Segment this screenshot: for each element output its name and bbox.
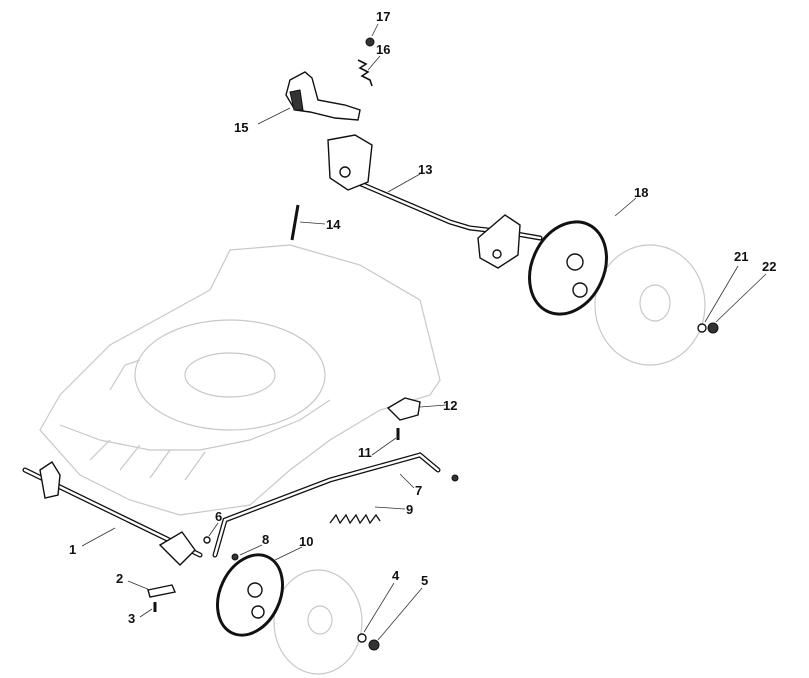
part-5-nut [368, 639, 380, 651]
rear-wheel [594, 244, 706, 366]
callout-7: 7 [415, 483, 422, 498]
part-18-hubcap [528, 220, 608, 316]
callout-13: 13 [418, 162, 432, 177]
part-13-rear-axle [327, 134, 543, 269]
part-12-bracket [386, 397, 421, 421]
part-10-hubcap [216, 553, 284, 637]
callout-6: 6 [215, 509, 222, 524]
part-4-washer [357, 633, 367, 643]
callout-2: 2 [116, 571, 123, 586]
callout-4: 4 [392, 568, 400, 583]
callout-1: 1 [69, 542, 76, 557]
part-21-washer [697, 323, 707, 333]
callout-3: 3 [128, 611, 135, 626]
part-16-spring [357, 59, 373, 87]
callout-15: 15 [234, 120, 248, 135]
callout-22: 22 [762, 259, 776, 274]
front-wheel [273, 569, 363, 675]
part-2-plate [147, 584, 176, 598]
callout-5: 5 [421, 573, 428, 588]
part-9-spring [329, 513, 381, 525]
callout-8: 8 [262, 532, 269, 547]
part-22-nut [707, 322, 719, 334]
callout-21: 21 [734, 249, 748, 264]
callout-18: 18 [634, 185, 648, 200]
callout-11: 11 [358, 445, 372, 460]
leader-lines [81, 23, 767, 641]
callout-17: 17 [376, 9, 390, 24]
part-7-adjust-rod [212, 452, 459, 558]
part-1-front-axle [22, 461, 203, 566]
part-17-nut [365, 37, 375, 47]
callout-12: 12 [443, 398, 457, 413]
callout-16: 16 [376, 42, 390, 57]
callout-9: 9 [406, 502, 413, 517]
part-14-pin [290, 204, 300, 241]
part-15-height-lever [285, 71, 361, 121]
part-6-washer [203, 536, 211, 544]
mower-deck-outline [39, 244, 441, 516]
part-8-screw [231, 553, 239, 561]
callout-14: 14 [326, 217, 341, 232]
callout-10: 10 [299, 534, 313, 549]
